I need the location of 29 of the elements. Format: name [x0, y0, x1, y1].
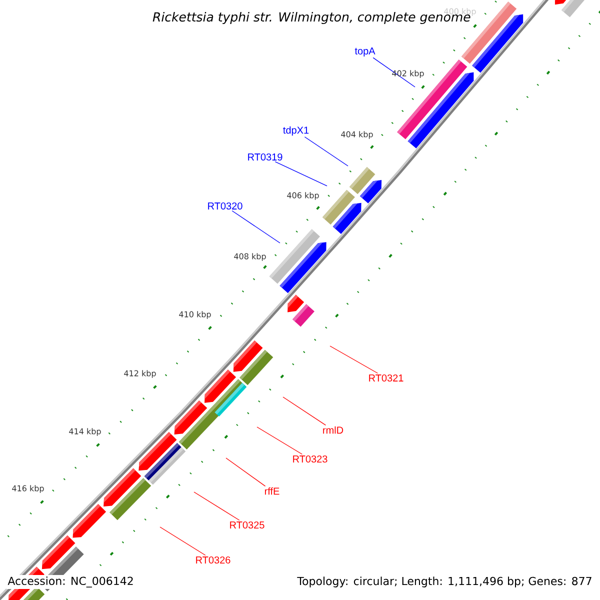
gene-label: RT0319: [248, 153, 282, 161]
gene-label: tdpX1: [283, 126, 309, 136]
gene-label: rffE: [264, 487, 280, 495]
gene-label: RT0325: [230, 521, 264, 529]
leader-line: [160, 526, 206, 556]
tick-label: 416 kbp: [12, 485, 44, 493]
gene-label: RT0320: [208, 202, 242, 210]
tick-label: 410 kbp: [179, 311, 211, 319]
leader-line: [330, 346, 378, 374]
leader-line: [282, 396, 326, 426]
accession-text: Accession: NC_006142: [6, 575, 136, 589]
genome-info-text: Topology: circular; Length: 1,111,496 bp; Genes: 877: [296, 575, 594, 589]
gene-label: topA: [354, 48, 376, 56]
tick-label: 414 kbp: [69, 428, 101, 436]
leader-line: [304, 136, 348, 166]
tick-label: 406 kbp: [287, 192, 319, 200]
leader-line: [232, 210, 280, 244]
leader-line: [256, 426, 302, 455]
leader-line: [372, 57, 416, 88]
gene-label: RT0321: [369, 374, 404, 382]
tick-label: 412 kbp: [124, 370, 156, 378]
gene-label: RT0326: [196, 556, 230, 564]
gene-label: RT0323: [293, 455, 328, 463]
leader-line: [274, 161, 328, 186]
tick-label: 404 kbp: [341, 131, 373, 139]
leader-line: [226, 458, 266, 487]
leader-line: [194, 492, 240, 521]
gene-label: rmlD: [323, 426, 344, 434]
tick-label: 408 kbp: [234, 253, 266, 261]
